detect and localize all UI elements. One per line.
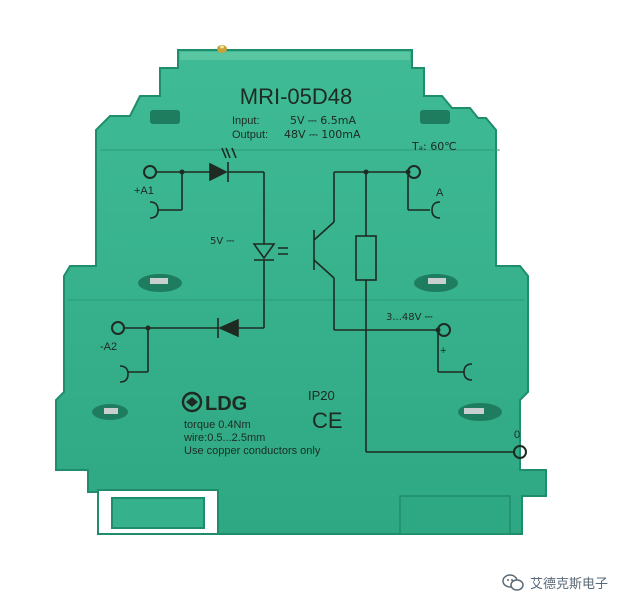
input-value: 5V ⎓ 6.5mA xyxy=(290,114,357,127)
terminal-a2-label: -A2 xyxy=(100,341,117,353)
brand-label: LDG xyxy=(205,393,247,415)
status-led xyxy=(217,45,227,53)
model-label: MRI-05D48 xyxy=(240,84,352,109)
ce-mark: CE xyxy=(312,408,343,433)
wire-label: wire:0.5...2.5mm xyxy=(183,432,265,444)
terminal-a-label: A xyxy=(436,187,444,199)
ldg-logo: LDG xyxy=(181,391,247,415)
schematic xyxy=(111,147,527,459)
torque-label: torque 0.4Nm xyxy=(184,419,251,431)
relay-housing xyxy=(55,49,547,535)
terminal-a1-label: +A1 xyxy=(134,185,154,197)
terminal-plus-label: + xyxy=(440,345,446,357)
load-range-label: 3...48V ⎓ xyxy=(386,312,433,323)
copper-note: Use copper conductors only xyxy=(184,445,321,457)
ip-rating-label: IP20 xyxy=(308,388,335,403)
output-value: 48V ⎓ 100mA xyxy=(284,128,361,141)
wechat-icon xyxy=(502,573,524,591)
watermark: 艾德克斯电子 xyxy=(502,573,608,592)
led-voltage-label: 5V ⎓ xyxy=(210,236,234,247)
output-label: Output: xyxy=(232,129,268,141)
terminal-zero-label: 0 xyxy=(514,429,520,441)
input-label: Input: xyxy=(232,115,260,127)
temperature-label: Tₐ: 60℃ xyxy=(411,140,457,153)
watermark-text: 艾德克斯电子 xyxy=(529,577,608,592)
